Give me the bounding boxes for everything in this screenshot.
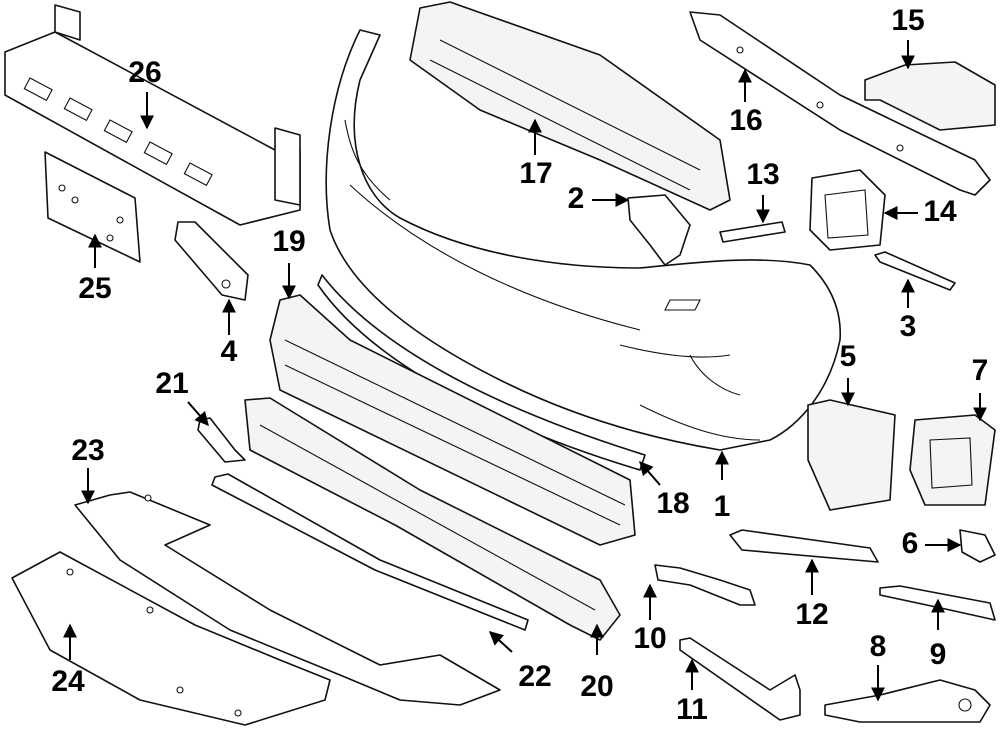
callout-11: 11 [676, 693, 708, 726]
callout-13: 13 [746, 158, 779, 191]
part-5-fog-lamp-bezel [807, 399, 896, 511]
callout-14: 14 [923, 195, 957, 228]
part-21-grille-trim [197, 417, 246, 463]
part-25-license-plate-bracket [44, 151, 141, 263]
part-8-trim [824, 679, 991, 723]
callout-17: 17 [519, 157, 552, 190]
part-4-bracket [174, 221, 249, 301]
part-14-housing [809, 169, 886, 251]
callout-18: 18 [656, 487, 689, 520]
part-11-bracket [679, 637, 801, 721]
leader-22 [488, 631, 513, 653]
callout-19: 19 [272, 225, 305, 258]
callout-25: 25 [78, 272, 111, 305]
callout-2: 2 [568, 182, 585, 215]
part-10-bracket [654, 564, 756, 606]
part-1-bumper-cover [325, 29, 841, 451]
part-13-trim [719, 221, 786, 243]
callout-7: 7 [972, 354, 989, 387]
callout-22: 22 [518, 660, 551, 693]
callout-23: 23 [71, 434, 104, 467]
part-16-upper-rail [689, 11, 991, 196]
callout-8: 8 [870, 630, 887, 663]
callout-6: 6 [902, 527, 919, 560]
part-19-upper-grille [269, 294, 636, 546]
callout-15: 15 [891, 4, 924, 37]
callout-16: 16 [729, 104, 762, 137]
callout-9: 9 [930, 638, 947, 671]
part-15-bracket [864, 61, 996, 131]
part-22-lower-trim [211, 473, 529, 631]
leader-lines [63, 40, 987, 702]
part-2-bracket [627, 194, 691, 266]
callout-12: 12 [795, 598, 828, 631]
callout-3: 3 [900, 310, 917, 343]
part-20-lower-grille [244, 397, 621, 641]
callout-4: 4 [221, 335, 238, 368]
callout-10: 10 [633, 622, 666, 655]
callout-26: 26 [128, 56, 161, 89]
part-24-skid-plate [11, 551, 331, 726]
callout-21: 21 [155, 367, 188, 400]
part-17-energy-absorber [409, 1, 731, 211]
leader-18 [639, 460, 661, 486]
callout-24: 24 [51, 665, 85, 698]
callout-5: 5 [840, 340, 857, 373]
callout-labels: 1 2 3 4 5 6 7 8 9 10 11 12 13 14 15 16 1… [51, 4, 988, 726]
callout-1: 1 [714, 490, 731, 523]
leader-21 [187, 401, 209, 427]
callout-20: 20 [580, 670, 613, 703]
part-23-lower-valance [74, 491, 501, 706]
part-7-fog-lamp-bezel [909, 414, 996, 506]
part-6-clip [959, 529, 996, 563]
part-12-trim [729, 529, 879, 563]
part-3-trim-strip [874, 251, 956, 291]
